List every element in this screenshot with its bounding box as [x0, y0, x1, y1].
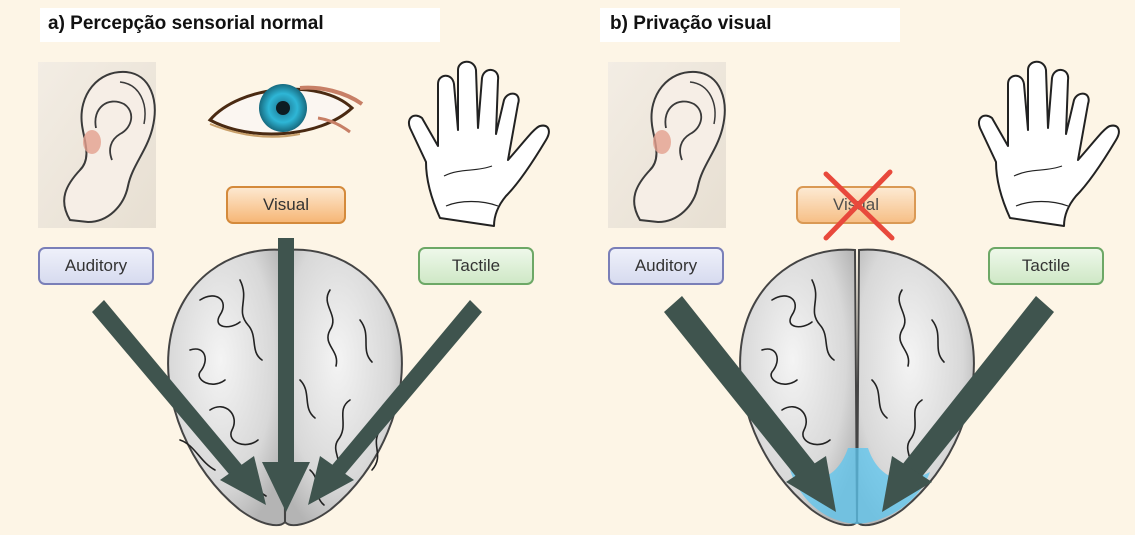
eye-icon [210, 84, 362, 137]
brain-b [740, 250, 974, 525]
visual-label-a: Visual [226, 186, 346, 224]
auditory-label-a: Auditory [38, 247, 154, 285]
tactile-label-a: Tactile [418, 247, 534, 285]
ear-icon [608, 62, 726, 228]
auditory-label-b: Auditory [608, 247, 724, 285]
tactile-label-b: Tactile [988, 247, 1104, 285]
ear-icon [38, 62, 156, 228]
hand-icon [979, 62, 1119, 226]
visual-label-b: Visual [796, 186, 916, 224]
hand-icon [409, 62, 549, 226]
